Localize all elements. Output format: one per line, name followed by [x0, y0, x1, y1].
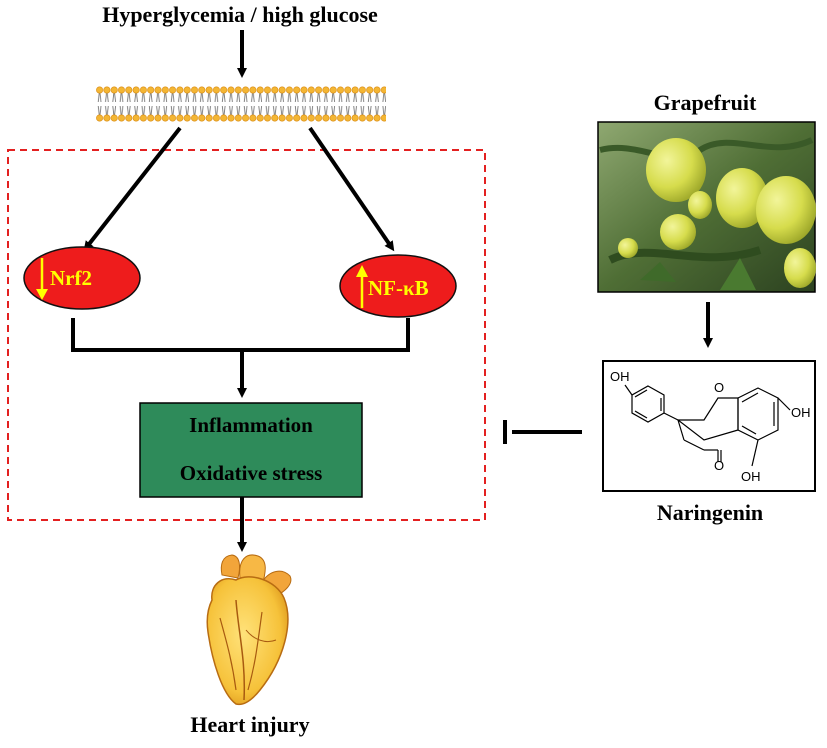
naringenin-structure-box	[602, 360, 816, 492]
grapefruit-photo	[597, 121, 816, 293]
nrf2-node	[23, 246, 141, 310]
cell-membrane	[96, 86, 386, 122]
ring-oxygen-label: O	[714, 380, 725, 395]
diagram-title: Hyperglycemia / high glucose	[102, 2, 378, 27]
arrow-to-nrf2	[83, 126, 182, 252]
grapefruit-label: Grapefruit	[653, 90, 757, 115]
nrf2-label: Nrf2	[50, 266, 92, 290]
arrow-to-nfkb	[308, 126, 395, 252]
heart-injury-label: Heart injury	[190, 712, 310, 737]
naringenin-label: Naringenin	[656, 500, 764, 525]
dashed-region	[7, 149, 486, 521]
hydroxyl-label: OH	[741, 469, 761, 484]
hydroxyl-label: OH	[791, 405, 811, 420]
naringenin-structure	[624, 384, 791, 467]
merge-bracket	[71, 318, 410, 352]
carbonyl-oxygen-label: O	[714, 458, 725, 473]
heart-icon	[206, 554, 292, 706]
oxidative-stress-label: Oxidative stress	[179, 461, 323, 485]
inflammation-label: Inflammation	[189, 413, 313, 437]
nfkb-node	[339, 254, 457, 318]
nfkb-label: NF-κB	[368, 276, 429, 300]
hydroxyl-label: OH	[610, 369, 630, 384]
outcome-box	[139, 402, 363, 498]
